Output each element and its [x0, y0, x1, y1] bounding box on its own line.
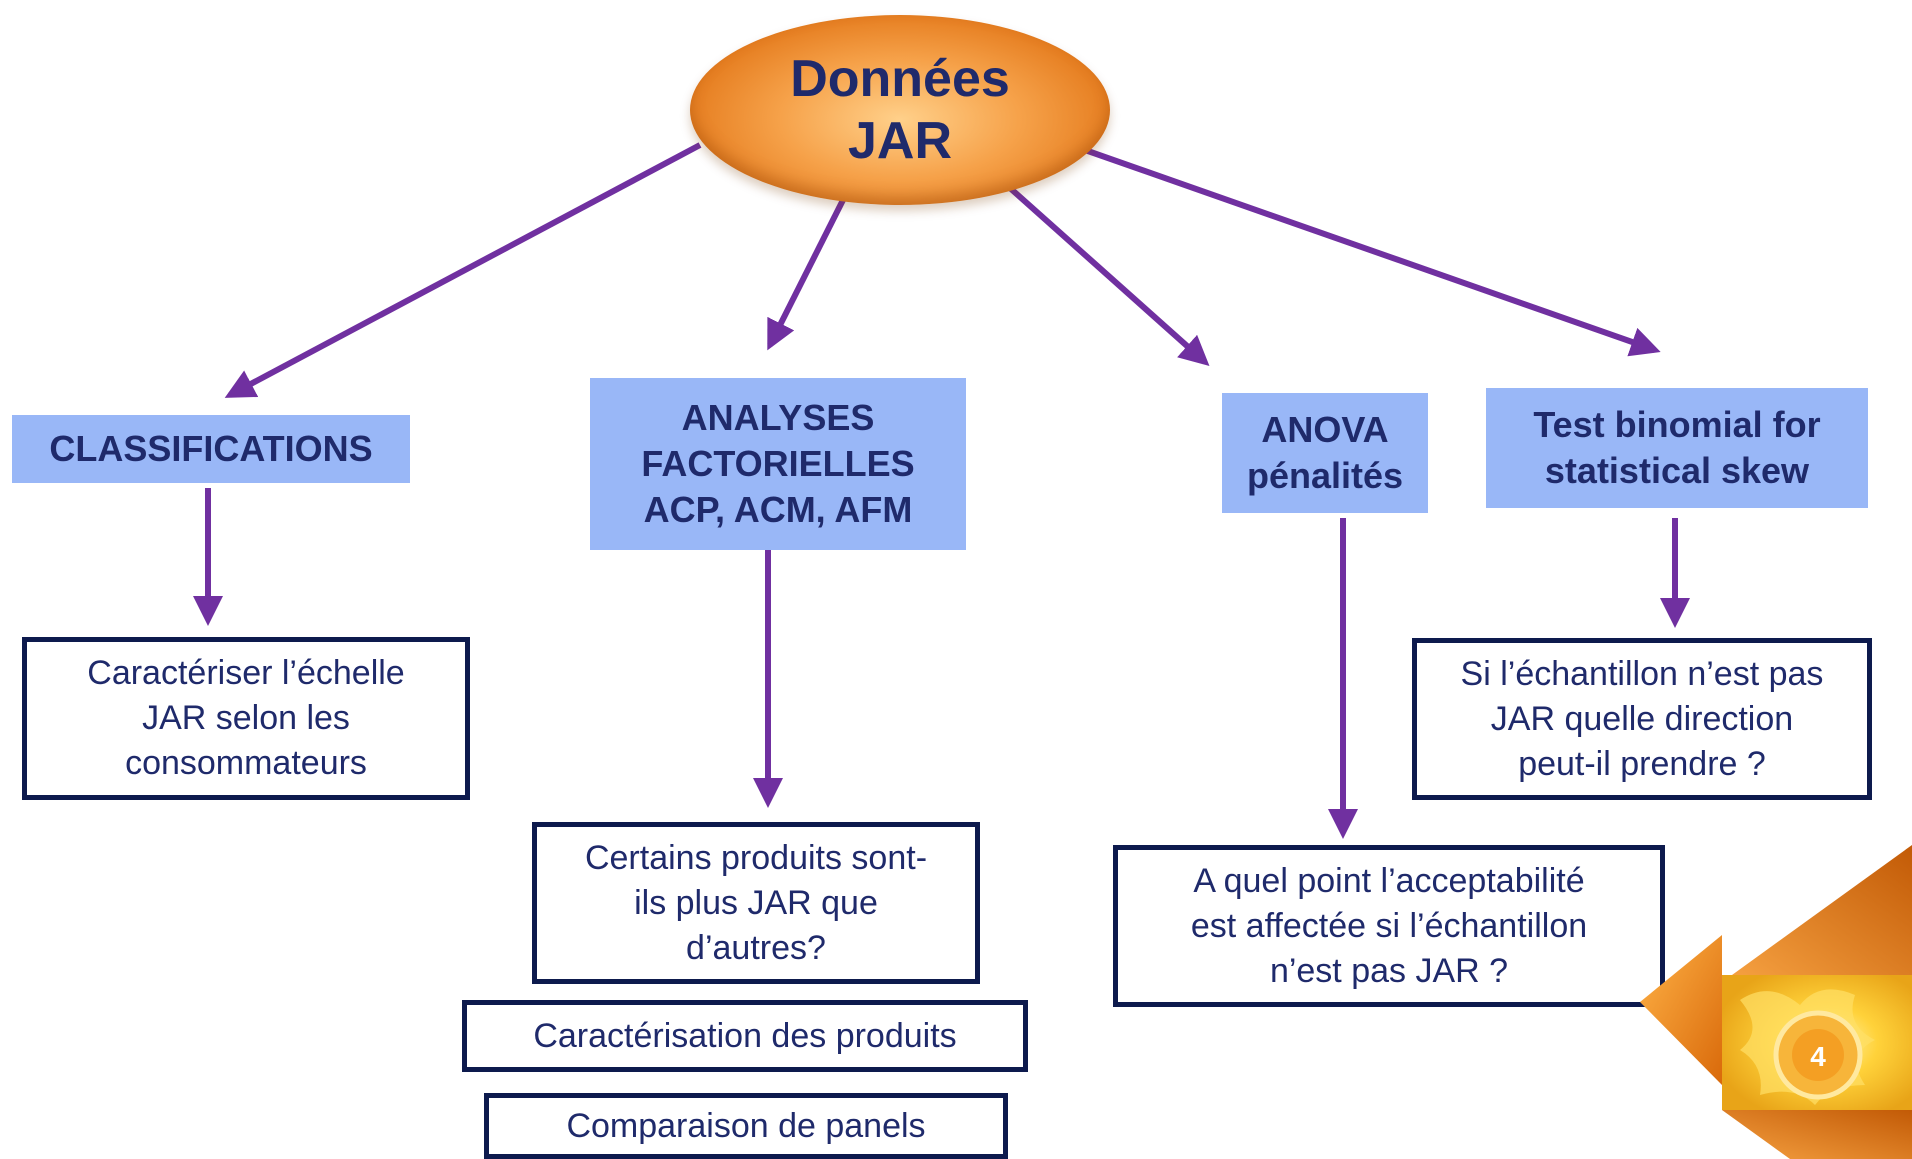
root-node-donnees-jar: Données JAR — [690, 15, 1110, 205]
corner-triangle-top — [1732, 845, 1912, 975]
page-number: 4 — [1810, 1041, 1826, 1072]
outcome-acceptabilite: A quel point l’acceptabilité est affecté… — [1113, 845, 1665, 1007]
outcome-direction: Si l’échantillon n’est pas JAR quelle di… — [1412, 638, 1872, 800]
root-label: Données JAR — [790, 50, 1010, 170]
corner-triangle-left — [1640, 935, 1722, 1085]
corner-triangle-bottom — [1722, 1110, 1912, 1159]
arrow-root-to-classifications — [224, 142, 702, 398]
category-analyses-factorielles: ANALYSES FACTORIELLES ACP, ACM, AFM — [590, 378, 966, 550]
arrow-root-to-analyses — [767, 198, 846, 351]
category-test-binomial: Test binomial for statistical skew — [1486, 388, 1868, 508]
category-classifications: CLASSIFICATIONS — [12, 415, 410, 483]
outcome-produits-plus-jar: Certains produits sont- ils plus JAR que… — [532, 822, 980, 984]
outcome-comparaison-panels: Comparaison de panels — [484, 1093, 1008, 1159]
outcome-caracteriser-echelle: Caractériser l’échelle JAR selon les con… — [22, 637, 470, 800]
category-anova-penalites: ANOVA pénalités — [1222, 393, 1428, 513]
arrow-root-to-anova — [1008, 185, 1210, 366]
outcome-caracterisation-produits: Caractérisation des produits — [462, 1000, 1028, 1072]
arrow-root-to-binomial — [1084, 147, 1661, 357]
